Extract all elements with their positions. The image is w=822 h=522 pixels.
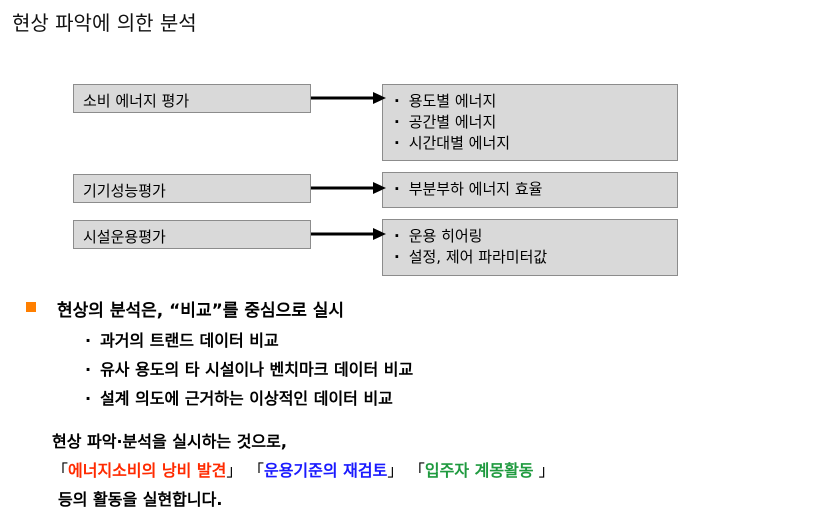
list-item: 과거의 트랜드 데이터 비교	[85, 326, 413, 355]
arrow-right-icon	[311, 228, 386, 240]
list-item: 설계 의도에 근거하는 이상적인 데이터 비교	[85, 384, 413, 413]
bracket-close: 」	[387, 461, 404, 480]
bracket-close: 」	[533, 461, 555, 480]
detail-item: 운용 히어링	[394, 226, 677, 247]
eval-box-energy: 소비 에너지 평가	[73, 84, 311, 113]
bracket-open: 「	[52, 461, 69, 480]
square-bullet-icon	[26, 302, 36, 312]
eval-label: 소비 에너지 평가	[83, 92, 190, 110]
highlight-waste: 에너지소비의 낭비 발견	[68, 461, 227, 480]
bracket-close: 」	[226, 461, 243, 480]
arrow-right-icon	[311, 182, 386, 194]
conclusion-line2: 「에너지소비의 낭비 발견」 「운용기준의 재검토」 「입주자 계몽활동 」	[52, 457, 555, 481]
detail-item: 공간별 에너지	[394, 112, 677, 133]
detail-item: 설정, 제어 파라미터값	[394, 247, 677, 268]
detail-box-operation: 운용 히어링 설정, 제어 파라미터값	[382, 219, 678, 276]
highlight-awareness: 입주자 계몽활동	[424, 461, 534, 480]
eval-label: 기기성능평가	[83, 182, 166, 200]
detail-item: 용도별 에너지	[394, 91, 677, 112]
arrow-right-icon	[311, 92, 386, 104]
eval-box-operation: 시설운용평가	[73, 220, 311, 249]
eval-label: 시설운용평가	[83, 228, 166, 246]
detail-box-energy: 용도별 에너지 공간별 에너지 시간대별 에너지	[382, 84, 678, 161]
detail-item: 시간대별 에너지	[394, 133, 677, 154]
analysis-heading: 현상의 분석은, “비교”를 중심으로 실시	[57, 301, 345, 321]
eval-box-equipment: 기기성능평가	[73, 174, 311, 203]
highlight-review: 운용기준의 재검토	[263, 461, 388, 480]
detail-item: 부분부하 에너지 효율	[394, 179, 677, 200]
detail-box-equipment: 부분부하 에너지 효율	[382, 172, 678, 208]
conclusion-line3: 등의 활동을 실현합니다.	[58, 490, 223, 509]
bracket-open: 「	[247, 461, 264, 480]
list-item: 유사 용도의 타 시설이나 벤치마크 데이터 비교	[85, 355, 413, 384]
conclusion-line1: 현상 파악·분석을 실시하는 것으로,	[52, 432, 287, 451]
bracket-open: 「	[408, 461, 425, 480]
analysis-list: 과거의 트랜드 데이터 비교 유사 용도의 타 시설이나 벤치마크 데이터 비교…	[85, 326, 413, 413]
page-title: 현상 파악에 의한 분석	[12, 11, 197, 35]
